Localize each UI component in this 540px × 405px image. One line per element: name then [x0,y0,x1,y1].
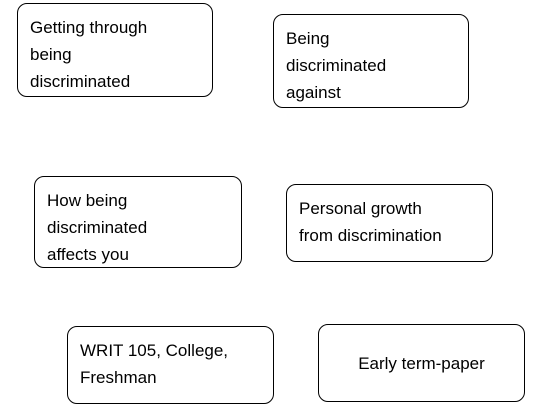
node-text-line: discriminated [47,218,148,237]
node-text-line: discriminated [30,72,131,91]
node-getting-through: Getting through being discriminated [17,3,213,97]
node-text-line: against [286,83,341,102]
node-text-line: Early term-paper [358,353,485,373]
node-being-discriminated-against: Being discriminated against [273,14,469,108]
node-text-line: being [30,45,72,64]
node-how-it-affects-you: How being discriminated affects you [34,176,242,268]
node-text-line: Freshman [80,368,157,387]
node-early-term-paper: Early term-paper [318,324,525,402]
node-text-line: affects you [47,245,129,264]
node-text-line: discriminated [286,56,387,75]
node-personal-growth: Personal growth from discrimination [286,184,493,262]
node-text-line: Getting through [30,18,148,37]
node-text-line: WRIT 105, College, [80,341,229,360]
node-text-line: Being [286,29,330,48]
node-text-line: from discrimination [299,226,442,245]
node-text-line: Personal growth [299,199,422,218]
node-text-line: How being [47,191,128,210]
node-course-info: WRIT 105, College, Freshman [67,326,274,404]
